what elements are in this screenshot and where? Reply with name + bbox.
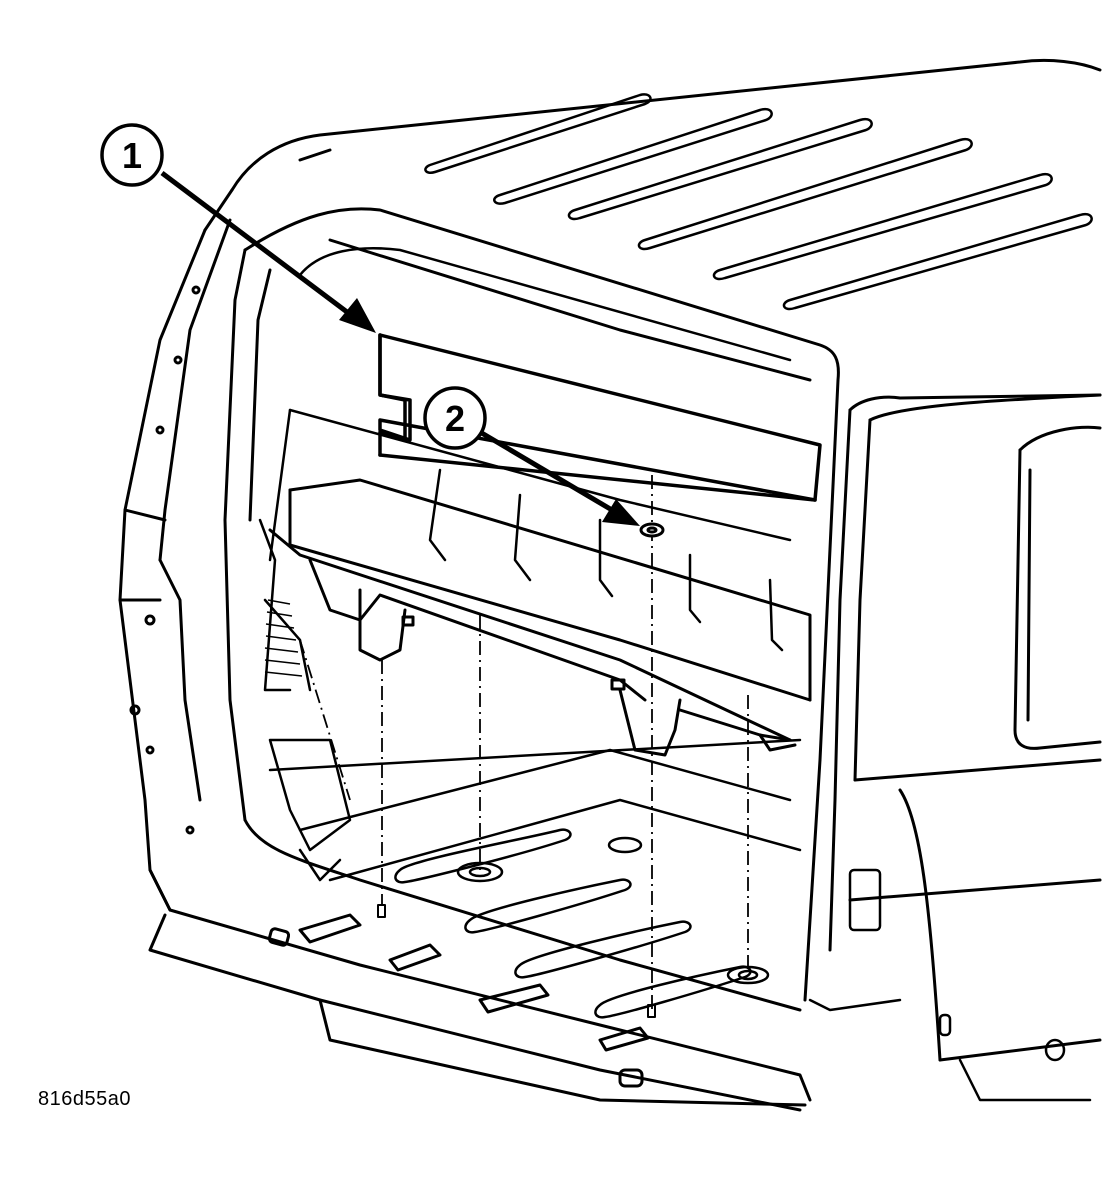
rear-opening-frame bbox=[223, 207, 840, 1012]
rear-sill bbox=[148, 868, 812, 1112]
roof bbox=[203, 58, 1102, 422]
callout-1-circle bbox=[100, 123, 164, 187]
installation-centerlines bbox=[299, 475, 749, 1010]
callout-2-number: 2 bbox=[445, 398, 465, 439]
callout-2-circle bbox=[423, 386, 487, 450]
figure-code: 816d55a0 bbox=[38, 1088, 131, 1110]
callout-1-number: 1 bbox=[122, 135, 142, 176]
leader-arrows bbox=[160, 171, 640, 526]
left-trim-hatching bbox=[264, 599, 303, 677]
stud-tips bbox=[377, 904, 656, 1018]
cargo-tray bbox=[268, 478, 812, 757]
callout-2: 2 bbox=[423, 386, 487, 450]
cargo-floor bbox=[268, 738, 802, 1019]
mounting-nut bbox=[639, 522, 665, 538]
callout-1: 1 bbox=[100, 123, 164, 187]
load-floor-panel bbox=[378, 333, 822, 502]
left-pillar bbox=[118, 218, 232, 912]
right-quarter-details bbox=[808, 868, 1092, 1102]
right-body-side bbox=[828, 393, 1102, 1062]
roof-ribs bbox=[424, 93, 1093, 311]
left-inner-trim bbox=[258, 518, 352, 882]
